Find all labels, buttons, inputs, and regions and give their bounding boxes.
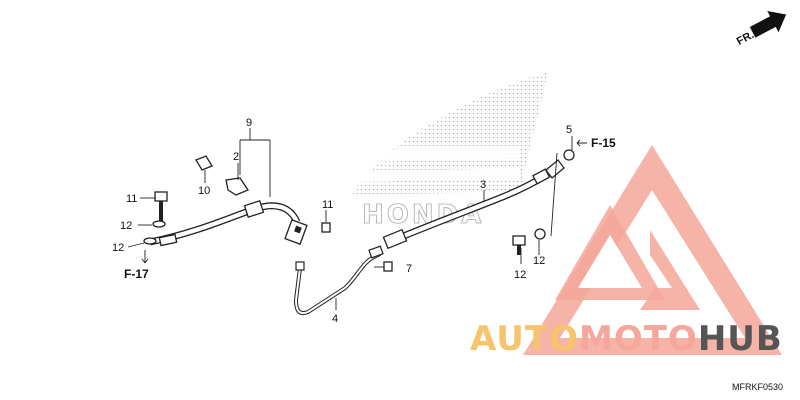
brand-part-moto: MOTO [579, 319, 698, 359]
part-label-7: 7 [406, 263, 412, 275]
banjo-bolt-11-right [512, 149, 575, 255]
automotohub-wordmark: AUTOMOTOHUB [470, 319, 783, 359]
part-label-4: 4 [332, 313, 338, 325]
part-label-11-left: 11 [126, 193, 137, 205]
ref-f17: F-17 [124, 267, 149, 281]
bolt-9 [321, 222, 331, 233]
front-direction-indicator: FR. [735, 10, 787, 48]
brake-hose-3 [382, 159, 565, 250]
bolt-7 [383, 261, 393, 272]
brake-hose-5 [149, 200, 308, 247]
part-label-3: 3 [480, 179, 486, 191]
part-label-12-lower-left: 12 [112, 242, 124, 254]
part-label-9: 11 [322, 199, 333, 211]
clamp-2 [225, 177, 249, 196]
part-label-11-right: 12 [514, 269, 526, 281]
bolt-10 [195, 155, 213, 171]
part-label-12-top: 5 [566, 124, 572, 136]
automotohub-logo-mark [523, 145, 782, 355]
part-label-12-right: 12 [533, 255, 545, 267]
part-label-5: 9 [246, 117, 252, 129]
part-label-10: 10 [198, 185, 210, 197]
honda-wing-watermark: HONDA [352, 72, 548, 230]
part-label-12-upper-left: 12 [120, 220, 132, 232]
part-label-2: 2 [233, 151, 239, 163]
banjo-bolt-11-left [143, 191, 168, 245]
brand-part-auto: AUTO [470, 319, 579, 359]
brand-part-hub: HUB [698, 319, 783, 359]
svg-text:AUTOMOTOHUB: AUTOMOTOHUB [470, 319, 783, 359]
drawing-code: MFRKF0530 [732, 382, 783, 392]
part-labels: 9 2 10 11 7 4 3 11 12 12 12 12 5 F-15 F-… [112, 117, 616, 325]
ref-f15: F-15 [591, 136, 616, 150]
brake-pipe-4 [293, 245, 384, 316]
leader-lines [127, 128, 587, 310]
